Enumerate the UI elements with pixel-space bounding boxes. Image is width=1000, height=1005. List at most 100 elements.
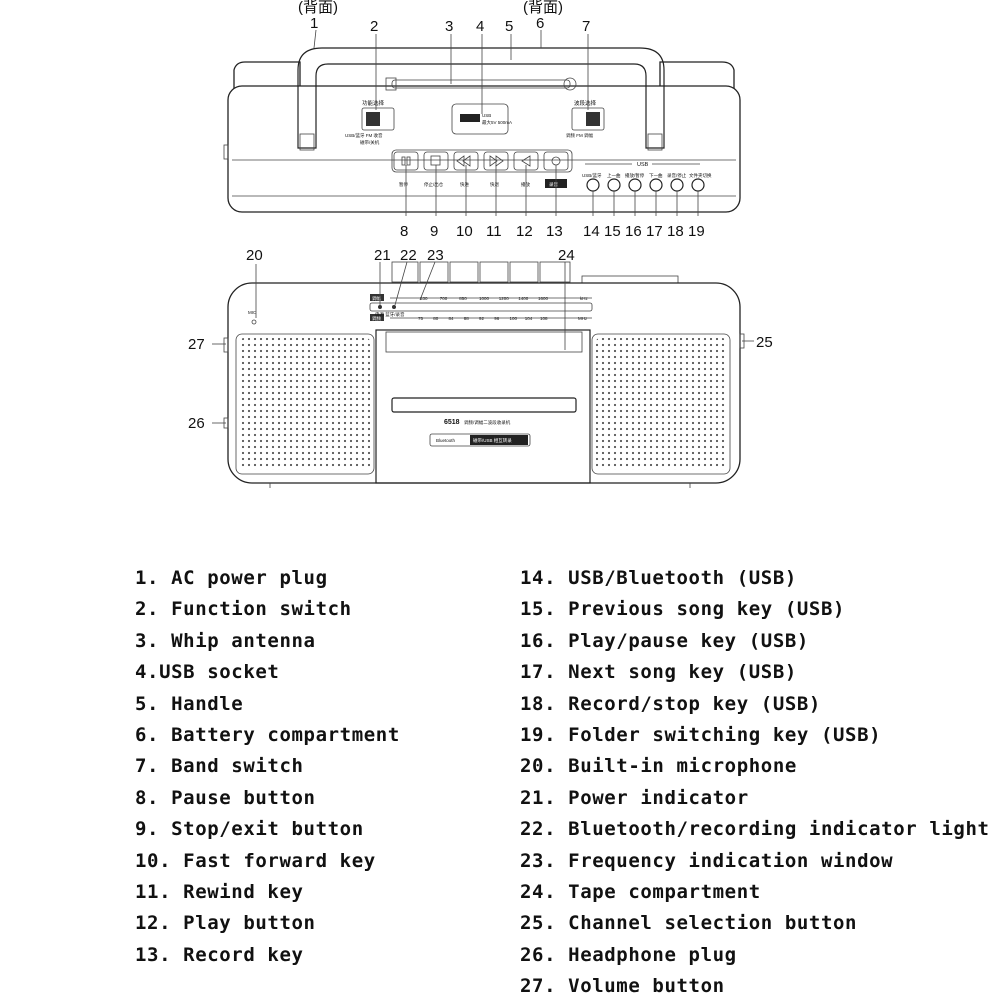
handle	[297, 47, 665, 149]
tape-usb-label: 磁带/USB 相互转录	[473, 437, 512, 444]
fm-scale-label: 100	[510, 316, 518, 321]
fm-scale-label: 84	[449, 316, 455, 321]
top-callout-numbers: 1 2 3 4 5 6 7 8 9 10 11 12 13 14 15 16 1…	[310, 15, 705, 240]
top-body	[223, 61, 741, 213]
pause-button[interactable]	[393, 151, 419, 171]
deck-label-stop: 停止/出仓	[424, 181, 444, 188]
usb-socket-label: USB	[482, 113, 491, 118]
legend-item: 2. Function switch	[135, 598, 352, 621]
callout-6: 6	[536, 15, 544, 32]
am-scale-label: 1200	[499, 296, 510, 301]
legend-item: 11. Rewind key	[135, 880, 304, 903]
legend-item: 9. Stop/exit button	[135, 818, 364, 841]
function-switch[interactable]: 功能选择 USB/蓝牙 FM 收音 磁带/关机	[345, 99, 395, 146]
deck-label-pause: 暂停	[399, 181, 408, 188]
power-indicator	[378, 305, 382, 309]
legend-item: 10. Fast forward key	[135, 849, 376, 872]
legend-item: 4.USB socket	[135, 661, 280, 684]
legend-item: 22. Bluetooth/recording indicator light	[520, 818, 990, 841]
legend-item: 14. USB/Bluetooth (USB)	[520, 567, 797, 589]
callout-14: 14	[583, 223, 600, 240]
band-switch-title: 波段选择	[574, 99, 597, 107]
model-subtitle: 调频/调幅二波段收录机	[464, 419, 511, 426]
tape-compartment[interactable]: 6518 调频/调幅二波段收录机 Bluetooth 磁带/USB 相互转录	[375, 329, 591, 484]
fm-scale-label: 75	[418, 316, 424, 321]
fm-scale-label: 96	[494, 316, 500, 321]
front-leader-lines	[212, 261, 754, 424]
callout-12: 12	[516, 223, 533, 240]
fm-scale-label: 92	[479, 316, 485, 321]
deck-label-rew: 快退	[490, 181, 499, 188]
fm-scale-label: 80	[433, 316, 439, 321]
built-in-microphone	[251, 319, 257, 325]
fm-unit: MHz	[578, 316, 588, 321]
callout-10: 10	[456, 223, 473, 240]
am-scale-label: 1000	[479, 296, 490, 301]
top-view: (背面) (背面) 功能选择 USB/蓝牙 FM 收音 磁带/关机	[223, 0, 741, 240]
usb-key-label-5: 录音/停止	[667, 172, 687, 179]
callout-27: 27	[188, 336, 205, 353]
legend-item: 18. Record/stop key (USB)	[520, 692, 821, 715]
legend-item: 25. Channel selection button	[520, 912, 858, 935]
callout-4: 4	[476, 18, 484, 35]
legend-item: 6. Battery compartment	[135, 723, 400, 746]
legend-item: 13. Record key	[135, 943, 304, 966]
usb-key-group: USB USB/蓝牙 上一曲 播放/暂停 下一曲 录音/停止 文件夹切换	[582, 162, 712, 192]
legend-left-column: 1. AC power plug 2. Function switch 3. W…	[135, 566, 400, 974]
usb-key-label-2: 上一曲	[607, 172, 621, 179]
fm-label: 调频	[372, 315, 381, 322]
front-top-buttons	[391, 261, 679, 285]
bluetooth-recording-indicator	[392, 305, 396, 309]
legend-item: 15. Previous song key (USB)	[520, 598, 846, 621]
left-speaker-grill	[235, 333, 375, 475]
front-callout-numbers: 20 21 22 23 24 25 26 27	[188, 247, 773, 432]
back-label-right: (背面)	[523, 0, 563, 16]
volume-button[interactable]	[223, 337, 229, 353]
legend-item: 7. Band switch	[135, 755, 304, 778]
legend-item: 1. AC power plug	[135, 567, 328, 589]
usb-key-label-3: 播放/暂停	[625, 172, 645, 179]
function-switch-options: USB/蓝牙 FM 收音	[345, 132, 383, 139]
am-scale-label: 1600	[538, 296, 549, 301]
fm-scale-label: 108	[540, 316, 548, 321]
right-speaker-grill	[591, 333, 731, 475]
function-switch-sub: 磁带/关机	[360, 139, 380, 146]
callout-26: 26	[188, 415, 205, 432]
legend-item: 3. Whip antenna	[135, 629, 316, 652]
callout-9: 9	[430, 223, 438, 240]
usb-header: USB	[637, 162, 649, 168]
fm-scale: 75 80 84 88 92 96 100 104 108	[418, 316, 548, 321]
am-scale-label: 1400	[518, 296, 529, 301]
am-scale-label: 700	[440, 296, 448, 301]
am-unit: kHz	[580, 296, 588, 301]
legend-item: 20. Built-in microphone	[520, 755, 797, 778]
usb-key-label-1: USB/蓝牙	[582, 172, 602, 179]
legend-right-column: 14. USB/Bluetooth (USB) 15. Previous son…	[520, 566, 990, 1005]
usb-socket-text: 最大5V 500mA	[482, 119, 512, 126]
legend-item: 21. Power indicator	[520, 786, 749, 809]
legend-item: 5. Handle	[135, 692, 244, 715]
callout-20: 20	[246, 247, 263, 264]
mic-label: MIC	[248, 310, 257, 315]
fm-scale-label: 88	[464, 316, 470, 321]
am-scale-label: 850	[459, 296, 467, 301]
legend-item: 17. Next song key (USB)	[520, 661, 797, 684]
usb-socket[interactable]: USB 最大5V 500mA	[451, 103, 512, 135]
usb-key-label-6: 文件夹切换	[689, 172, 712, 179]
callout-2: 2	[370, 18, 378, 35]
callout-23: 23	[427, 247, 444, 264]
band-switch-options: 调频 FM 调幅	[566, 132, 593, 139]
legend-item: 23. Frequency indication window	[520, 849, 894, 872]
function-switch-title: 功能选择	[362, 99, 385, 107]
callout-1: 1	[310, 15, 318, 32]
legend-item: 12. Play button	[135, 912, 316, 935]
fm-scale-label: 104	[525, 316, 533, 321]
deck-label-record: 录音	[549, 181, 558, 188]
am-scale-label: 530	[420, 296, 428, 301]
top-leader-lines	[313, 29, 699, 216]
callout-7: 7	[582, 18, 590, 35]
legend-item: 24. Tape compartment	[520, 880, 761, 903]
legend-item: 27. Volume button	[520, 975, 725, 998]
